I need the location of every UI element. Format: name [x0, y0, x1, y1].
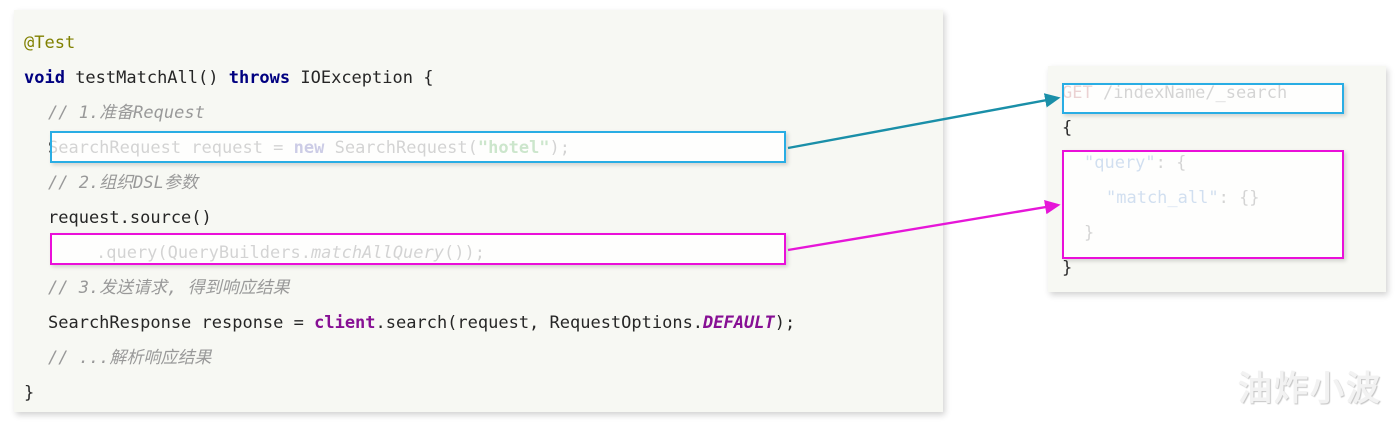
code-token: request.source() — [48, 208, 212, 228]
dsl-line-r1: GET /indexName/_search — [1062, 82, 1287, 104]
code-token: : {} — [1218, 188, 1260, 208]
code-token: } — [1062, 258, 1073, 278]
code-token: } — [1084, 223, 1095, 243]
code-line-l5: // 2.组织DSL参数 — [24, 172, 198, 194]
code-token: // 1.准备Request — [48, 103, 205, 123]
code-line-l6: request.source() — [24, 207, 212, 229]
code-token: void — [24, 68, 65, 88]
code-token: IOException { — [290, 68, 434, 88]
code-line-l7: .query(QueryBuilders.matchAllQuery()); — [24, 242, 485, 264]
code-line-l10: // ...解析响应结果 — [24, 347, 211, 369]
code-token: throws — [228, 68, 291, 88]
dsl-line-r6: } — [1062, 257, 1072, 279]
code-token: ()); — [444, 243, 485, 263]
code-token: ); — [774, 313, 796, 333]
code-token: ); — [549, 138, 571, 158]
dsl-line-r3: "query": { — [1062, 152, 1186, 174]
code-line-l8: // 3.发送请求, 得到响应结果 — [24, 277, 290, 299]
code-token: DEFAULT — [703, 313, 775, 333]
code-line-l2: void testMatchAll() throws IOException { — [24, 67, 433, 89]
code-token: matchAllQuery — [310, 243, 444, 263]
code-token: // ...解析响应结果 — [48, 348, 212, 368]
code-token: GET — [1062, 83, 1093, 103]
dsl-line-r4: "match_all": {} — [1062, 187, 1260, 209]
code-token: client — [314, 313, 376, 333]
code-token: // 2.组织DSL参数 — [48, 173, 198, 193]
code-line-l9: SearchResponse response = client.search(… — [24, 312, 795, 334]
code-token: SearchRequest request = — [48, 138, 294, 158]
dsl-line-r5: } — [1062, 222, 1094, 244]
watermark-text: 油炸小波 — [1238, 369, 1382, 409]
code-line-l4: SearchRequest request = new SearchReques… — [24, 137, 570, 159]
code-token: new — [293, 138, 325, 158]
code-token: "match_all" — [1106, 188, 1219, 208]
code-token: // 3.发送请求, 得到响应结果 — [48, 278, 290, 298]
code-token: "hotel" — [477, 138, 550, 158]
code-line-l3: // 1.准备Request — [24, 102, 205, 124]
dsl-code-panel: GET /indexName/_search { "query": { "match_… — [1048, 66, 1386, 292]
code-token: .search(request, RequestOptions. — [375, 313, 704, 333]
code-token: } — [24, 383, 35, 403]
code-token: { — [1062, 118, 1073, 138]
code-line-l11: } — [24, 382, 34, 404]
code-token: @Test — [24, 33, 76, 53]
code-token: testMatchAll() — [64, 68, 229, 88]
code-token: SearchRequest( — [324, 138, 478, 158]
code-token: "query" — [1084, 153, 1156, 173]
code-token: SearchResponse response = — [48, 313, 315, 333]
code-token: : { — [1155, 153, 1187, 173]
code-token: /indexName/_search — [1092, 83, 1288, 103]
code-token: .query(QueryBuilders. — [96, 243, 311, 263]
java-code-panel: @Test void testMatchAll() throws IOExcept… — [14, 10, 943, 412]
code-line-l1: @Test — [24, 32, 75, 54]
dsl-line-r2: { — [1062, 117, 1072, 139]
